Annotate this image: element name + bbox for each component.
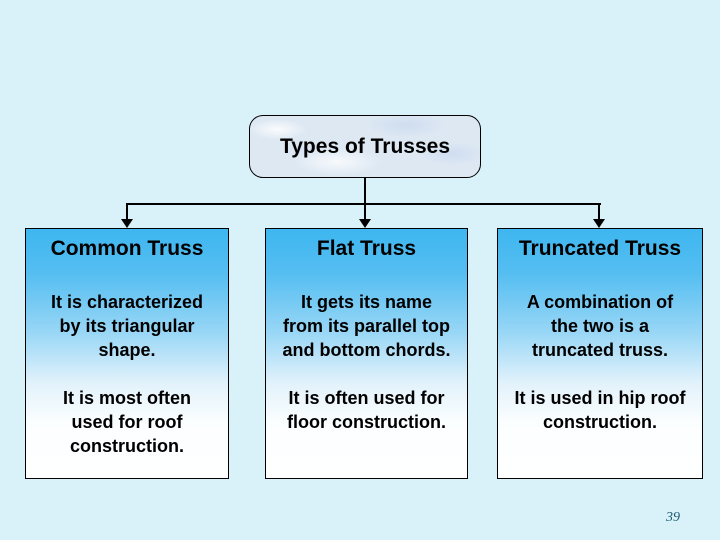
truss-heading-truncated: Truncated Truss [518,237,682,260]
truss-usage: It is often used for floor construction. [287,388,446,432]
connector-drop-left [126,203,128,221]
truss-box-common: Common Truss It is characterized by its … [25,228,229,479]
connector-horizontal-line [126,203,601,205]
truss-description: It gets its name from its parallel top a… [282,292,451,360]
connector-drop-right [598,203,600,221]
truss-description: A combination of the two is a truncated … [526,292,674,360]
truss-box-flat: Flat Truss It gets its name from its par… [265,228,468,479]
title-box: Types of Trusses [249,115,481,178]
connector-title-stub [364,178,366,205]
arrow-down-icon [359,219,371,228]
truss-usage: It is most often used for roof construct… [62,388,191,456]
truss-usage: It is used in hip roof construction. [514,388,686,432]
truss-box-truncated: Truncated Truss A combination of the two… [497,228,703,479]
connector-drop-center [364,203,366,221]
page-title: Types of Trusses [279,134,450,158]
truss-description: It is characterized by its triangular sh… [50,292,204,360]
truss-heading-flat: Flat Truss [316,237,417,260]
arrow-down-icon [121,219,133,228]
slide-page-number: 39 [666,510,680,525]
arrow-down-icon [593,219,605,228]
truss-heading-common: Common Truss [50,237,204,260]
